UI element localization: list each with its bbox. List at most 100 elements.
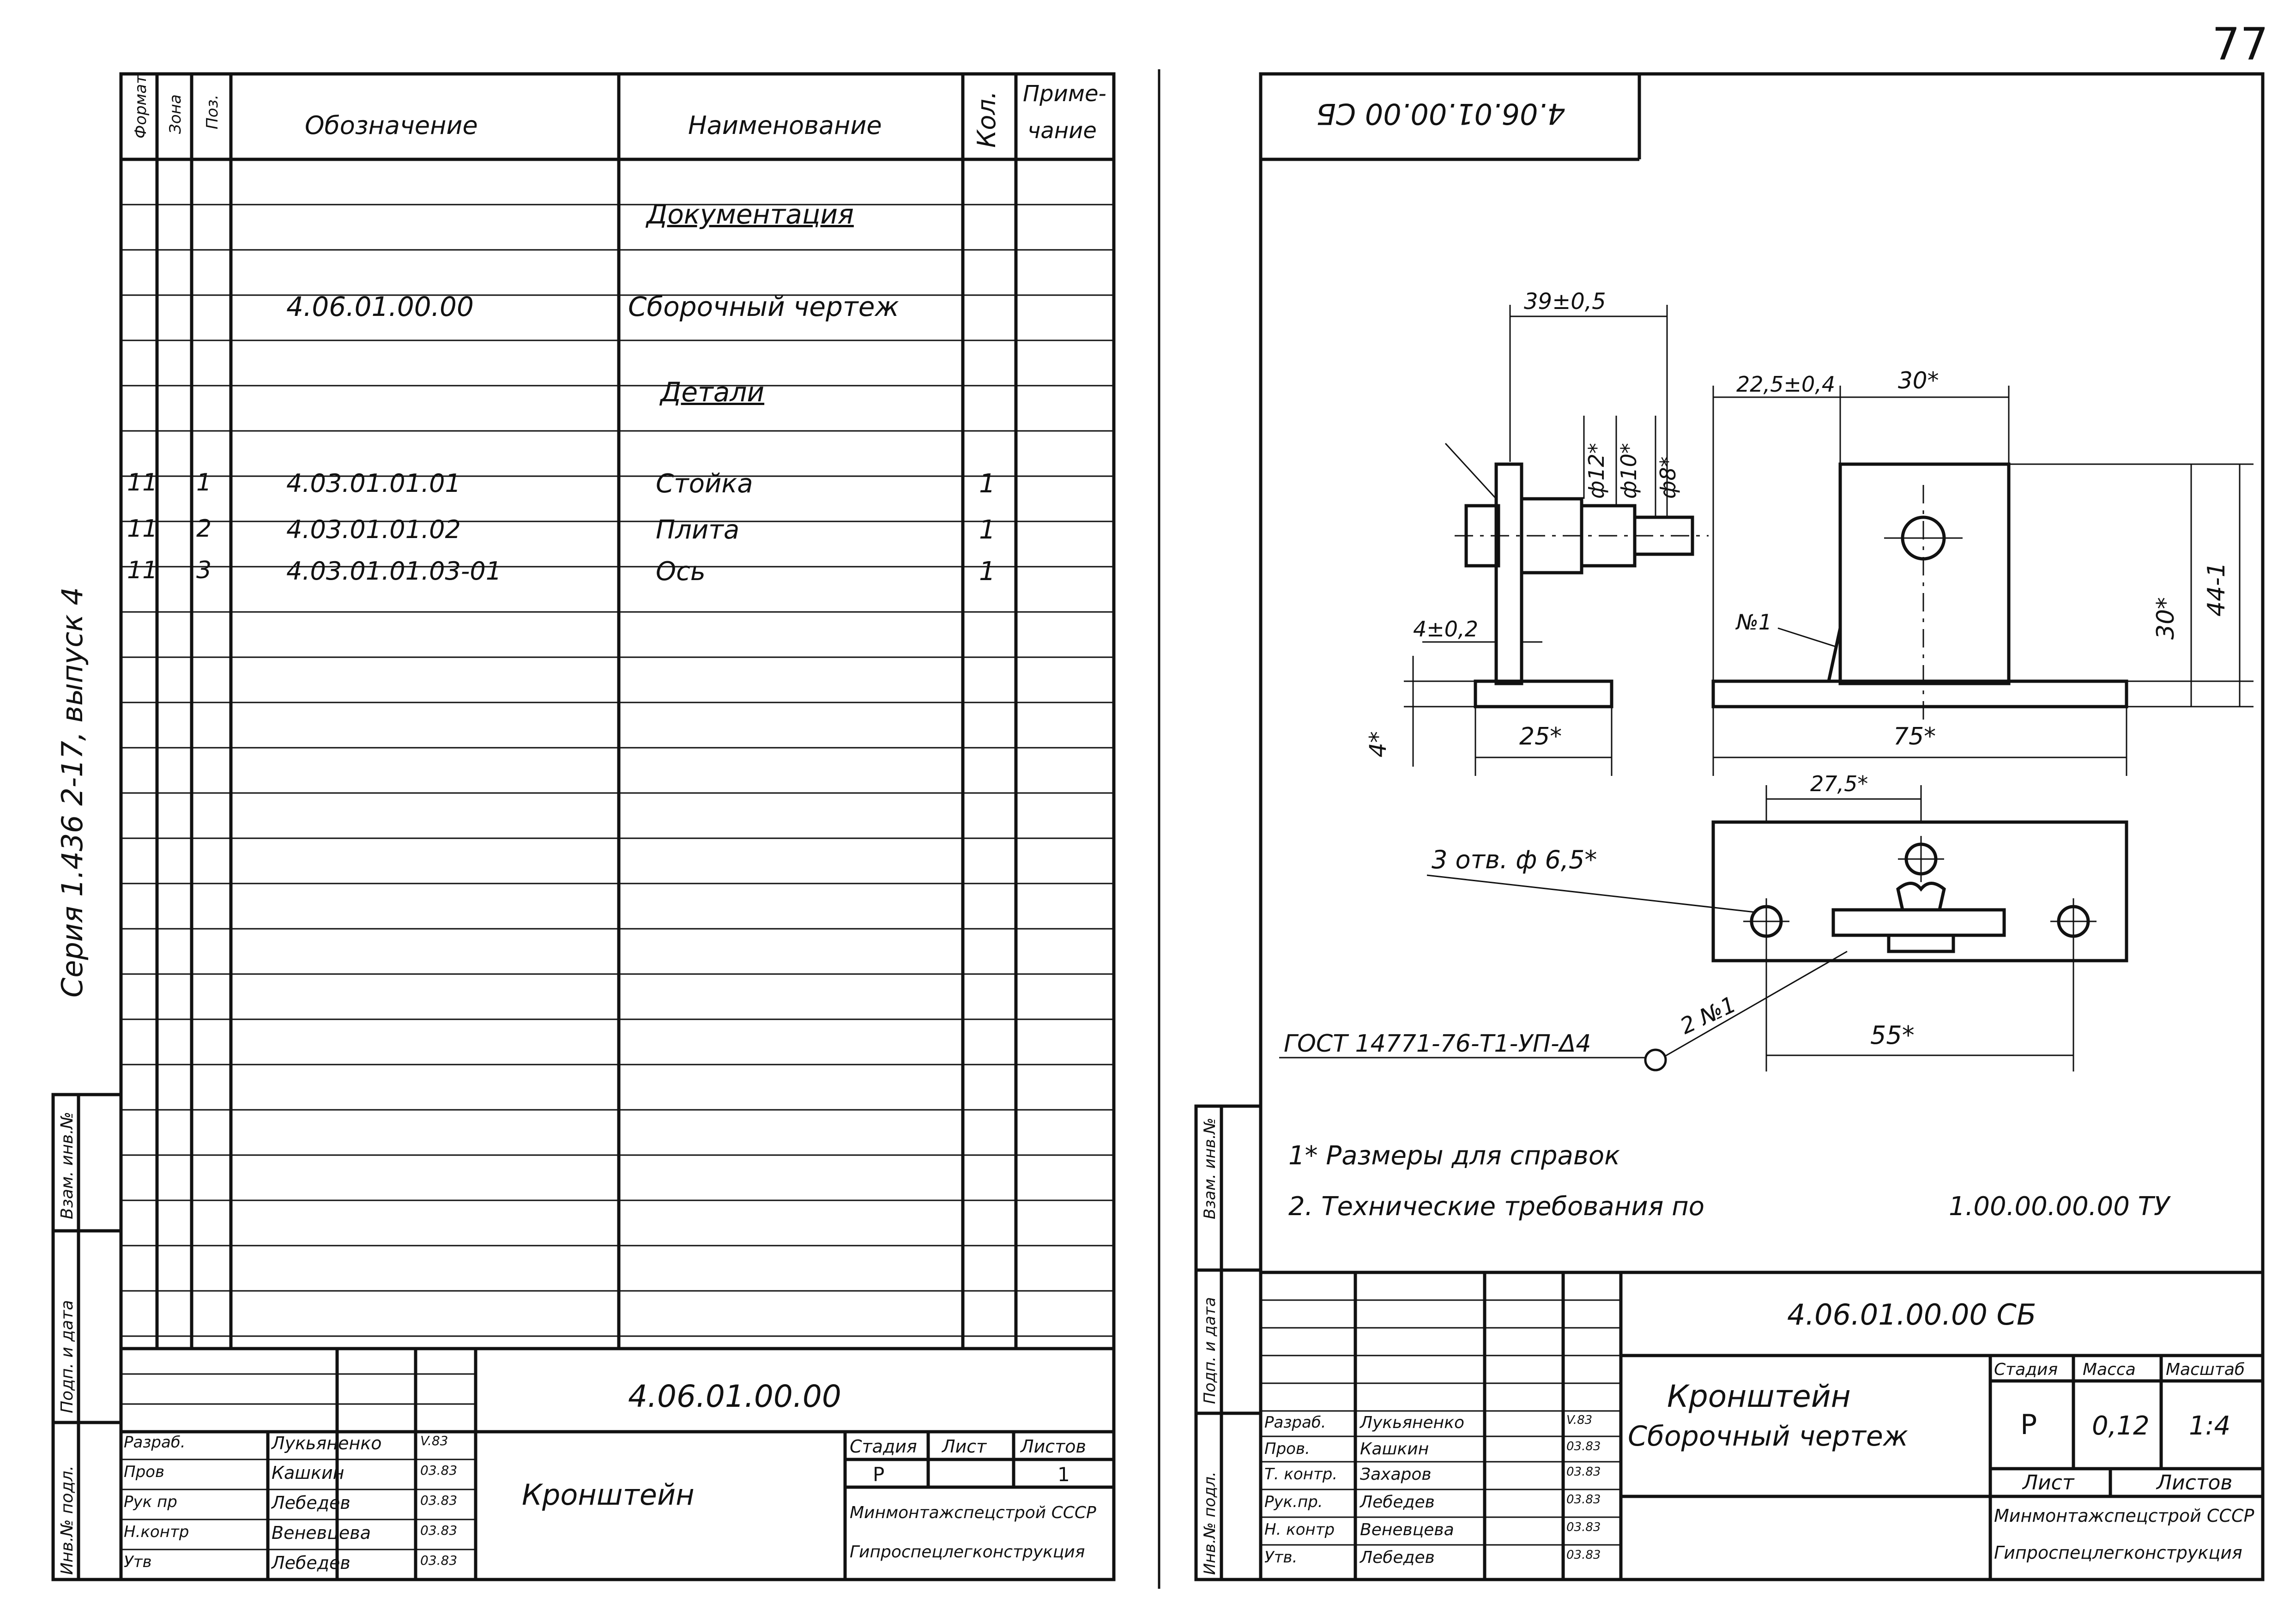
spec-row-qty: 1 xyxy=(979,557,996,587)
drawing-stage: Р xyxy=(2020,1409,2037,1441)
spec-row-qty: 1 xyxy=(979,469,996,499)
header-name: Наименование xyxy=(688,111,882,140)
staff-role: Разраб. xyxy=(124,1433,186,1452)
header-designation: Обозначение xyxy=(305,111,478,140)
spec-row-pos: 1 xyxy=(196,469,212,496)
drawing-org-2: Гипроспецлегконструкция xyxy=(1994,1543,2242,1563)
doc-designation: 4.06.01.00.00 xyxy=(286,291,474,322)
staff-name: Лебедев xyxy=(1360,1493,1435,1512)
dim-25: 25* xyxy=(1519,723,1562,751)
weld-mark-1: №1 xyxy=(1736,610,1772,635)
spec-org-2: Гипроспецлегконструкция xyxy=(850,1543,1085,1562)
spec-row-name: Ось xyxy=(656,557,706,587)
side-series-label: Серия 1.436 2-17, выпуск 4 xyxy=(55,587,89,998)
dim-39: 39±0,5 xyxy=(1524,289,1606,315)
spec-row-pos: 3 xyxy=(196,557,212,584)
spec-org-1: Минмонтажспецстрой СССР xyxy=(850,1503,1096,1522)
staff-name: Лебедев xyxy=(272,1553,350,1573)
front-view xyxy=(1711,462,2128,708)
stamp-code: 4.06.01.00.00 СБ xyxy=(1316,97,1565,131)
gost-weld-spec: ГОСТ 14771-76-Т1-УП-Δ4 xyxy=(1284,1030,1591,1058)
staff-date: 03.83 xyxy=(420,1523,458,1538)
dim-44: 44-1 xyxy=(2203,562,2230,617)
staff-role: Рук пр xyxy=(124,1493,177,1511)
drawing-scale-label: Масштаб xyxy=(2166,1360,2245,1379)
staff-name: Лебедев xyxy=(272,1493,350,1513)
staff-name: Кашкин xyxy=(1360,1440,1429,1459)
drawing-sheet-label: Лист xyxy=(2023,1471,2074,1495)
spec-sheet-label: Лист xyxy=(942,1436,987,1457)
spec-row-format: 11 xyxy=(127,469,158,496)
holes-callout: 3 отв. ф 6,5* xyxy=(1432,845,1597,874)
dim-dia-12: ф12* xyxy=(1584,443,1609,499)
staff-date: V.83 xyxy=(420,1433,448,1448)
staff-date: 03.83 xyxy=(420,1493,458,1508)
header-zone: Зона xyxy=(166,94,185,134)
header-pos: Поз. xyxy=(203,94,222,129)
drawing-title: Кронштейн xyxy=(1667,1379,1851,1414)
right-margin-signature-date: Подп. и дата xyxy=(1201,1297,1219,1404)
dim-dia-10: ф10* xyxy=(1616,443,1641,499)
right-margin-replacement: Взам. инв.№ xyxy=(1201,1117,1219,1219)
dim-dia-8: ф8* xyxy=(1656,456,1680,499)
staff-name: Захаров xyxy=(1360,1465,1432,1484)
spec-row-qty: 1 xyxy=(979,515,996,545)
staff-date: 03.83 xyxy=(1566,1548,1601,1562)
margin-inventory: Инв.№ подл. xyxy=(58,1465,77,1575)
staff-role: Пров xyxy=(124,1463,164,1481)
spec-title: Кронштейн xyxy=(522,1478,695,1512)
spec-stage: Р xyxy=(873,1463,885,1486)
dim-55: 55* xyxy=(1870,1021,1915,1050)
staff-name: Кашкин xyxy=(272,1463,344,1483)
page-number: 77 xyxy=(2212,18,2269,70)
staff-role: Пров. xyxy=(1264,1440,1310,1458)
dim-75: 75* xyxy=(1893,723,1936,751)
staff-name: Веневцева xyxy=(272,1523,371,1543)
dim-30-side: 30* xyxy=(2152,597,2180,640)
right-margin-inventory: Инв.№ подл. xyxy=(1201,1471,1219,1575)
staff-date: 03.83 xyxy=(1566,1493,1601,1507)
margin-replacement: Взам. инв.№ xyxy=(58,1112,77,1219)
drawing-mass-label: Масса xyxy=(2083,1360,2136,1379)
drawing-sheets-label: Листов xyxy=(2157,1471,2233,1495)
doc-name: Сборочный чертеж xyxy=(628,291,899,322)
staff-role: Утв. xyxy=(1264,1548,1298,1567)
spec-row-pos: 2 xyxy=(196,515,212,543)
spec-sheets-label: Листов xyxy=(1021,1436,1086,1457)
spec-title-code: 4.06.01.00.00 xyxy=(628,1379,841,1414)
staff-name: Лебедев xyxy=(1360,1548,1435,1567)
spec-stage-label: Стадия xyxy=(850,1436,917,1457)
dim-30-top: 30* xyxy=(1898,367,1939,394)
staff-role: Разраб. xyxy=(1264,1413,1326,1432)
note-2: 2. Технические требования по xyxy=(1288,1192,1704,1222)
drawing-title-code: 4.06.01.00.00 СБ xyxy=(1787,1298,2036,1332)
drawing-mass: 0,12 xyxy=(2092,1411,2150,1441)
header-format: Формат xyxy=(132,75,150,139)
staff-name: Лукьяненко xyxy=(272,1433,382,1453)
section-documentation: Документация xyxy=(647,199,854,230)
spec-row-format: 11 xyxy=(127,557,158,584)
note-1: 1* Размеры для справок xyxy=(1288,1141,1620,1171)
staff-date: 03.83 xyxy=(420,1463,458,1478)
staff-date: 03.83 xyxy=(1566,1520,1601,1534)
staff-role: Рук.пр. xyxy=(1264,1493,1323,1511)
spec-row-designation: 4.03.01.01.01 xyxy=(286,469,461,498)
header-note-2: чание xyxy=(1027,118,1097,144)
spec-sheets: 1 xyxy=(1057,1463,1070,1486)
dim-4: 4* xyxy=(1365,731,1391,757)
header-qty: Кол. xyxy=(972,91,1001,148)
drawing-subtitle: Сборочный чертеж xyxy=(1628,1420,1908,1453)
staff-name: Лукьяненко xyxy=(1360,1413,1464,1432)
side-view xyxy=(1464,462,1694,708)
spec-row-format: 11 xyxy=(127,515,158,543)
plan-view xyxy=(1711,820,2128,962)
header-note-1: Приме- xyxy=(1023,81,1106,107)
staff-role: Н. контр xyxy=(1264,1520,1335,1539)
dim-22-5: 22,5±0,4 xyxy=(1736,372,1836,397)
margin-signature-date: Подп. и дата xyxy=(58,1300,77,1413)
staff-date: V.83 xyxy=(1566,1413,1593,1427)
staff-role: Т. контр. xyxy=(1264,1465,1338,1483)
note-2-tu: 1.00.00.00.00 ТУ xyxy=(1949,1192,2169,1222)
dim-4-tol: 4±0,2 xyxy=(1413,617,1478,642)
